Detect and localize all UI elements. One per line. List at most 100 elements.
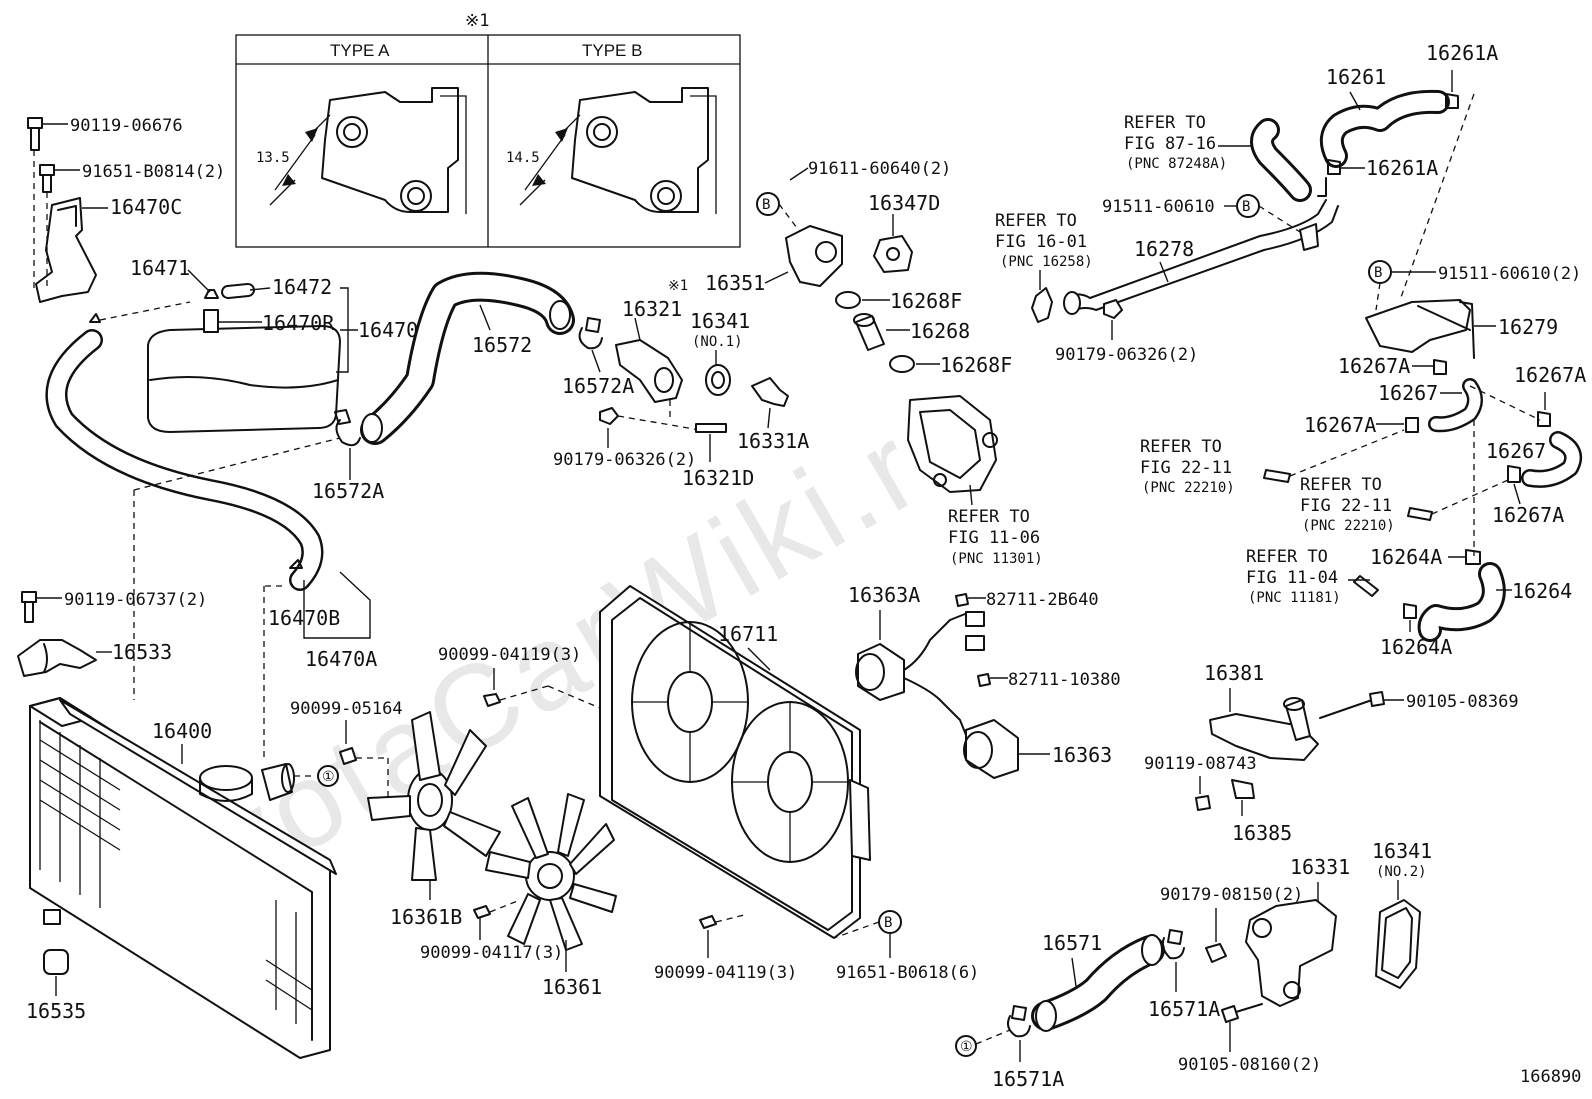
ref-22-11a-line3: (PNC 22210) (1142, 480, 1235, 496)
radiator-core-grid (39, 720, 313, 1024)
callout-b-2: B (1242, 199, 1250, 215)
label-16470r: 16470R (262, 311, 335, 335)
label-16321d: 16321D (682, 466, 754, 490)
label-16363a: 16363A (848, 583, 920, 607)
type-a-label: TYPE A (330, 41, 390, 60)
label-16572a-bottom: 16572A (312, 479, 384, 503)
label-16267a-2: 16267A (1304, 413, 1376, 437)
label-16470b: 16470B (268, 606, 340, 630)
callout-b-1: B (762, 197, 770, 213)
label-90099-05164: 90099-05164 (290, 699, 403, 719)
reserve-tank-bracket-group: 90119-06676 91651-B0814(2) 16470C (27, 116, 225, 303)
ref-16-01-line1: REFER TO (995, 211, 1077, 231)
thermostat-group: B 91611-60640(2) ※1 16351 16347D 16268F … (668, 159, 1043, 567)
label-16341-no2: (NO.2) (1376, 864, 1427, 880)
cooling-fans-group: 90099-04119(3) 90099-05164 16361B 90099-… (290, 585, 979, 999)
label-16341-no1: (NO.1) (692, 334, 743, 350)
label-90179-06326-a: 90179-06326(2) (553, 450, 696, 470)
ref-11-06-line1: REFER TO (948, 507, 1030, 527)
label-16400: 16400 (152, 719, 212, 743)
label-16535: 16535 (26, 999, 86, 1023)
label-16385: 16385 (1232, 821, 1292, 845)
ref-22-11a-line1: REFER TO (1140, 437, 1222, 457)
label-16361: 16361 (542, 975, 602, 999)
label-16347d: 16347D (868, 191, 940, 215)
label-16268f-top: 16268F (890, 289, 962, 313)
bypass-bracket-and-hoses: B 91511-60610(2) 16279 16267A 16267 1626… (1140, 260, 1586, 556)
label-16261: 16261 (1326, 65, 1386, 89)
label-16361b: 16361B (390, 905, 462, 929)
label-16341-bottom: 16341 (1372, 839, 1432, 863)
label-82711-2b640: 82711-2B640 (986, 590, 1099, 610)
label-91511-60610-b: 91511-60610(2) (1438, 264, 1581, 284)
label-90179-08150: 90179-08150(2) (1160, 885, 1303, 905)
overflow-hose-16470a: 16470B 16470A (45, 313, 377, 760)
ref-22-11b-line2: FIG 22-11 (1300, 496, 1392, 516)
label-16261a-top: 16261A (1426, 41, 1498, 65)
callout-b-4: B (884, 915, 892, 931)
label-91611-60640: 91611-60640(2) (808, 159, 951, 179)
fan-blade-16361b (367, 711, 501, 881)
label-16279: 16279 (1498, 315, 1558, 339)
label-90099-04119-b: 90099-04119(3) (654, 963, 797, 983)
label-16470a: 16470A (305, 647, 377, 671)
ref-11-04-line2: FIG 11-04 (1246, 568, 1338, 588)
label-91511-60610-a: 91511-60610 (1102, 197, 1215, 217)
ref-87-16-line3: (PNC 87248A) (1126, 156, 1227, 172)
label-16278: 16278 (1134, 237, 1194, 261)
ref-11-04-line1: REFER TO (1246, 547, 1328, 567)
label-16331: 16331 (1290, 855, 1350, 879)
label-91651-b0814: 91651-B0814(2) (82, 162, 225, 182)
label-90119-06676: 90119-06676 (70, 116, 183, 136)
label-16711: 16711 (718, 622, 778, 646)
inset-title: ※1 (465, 11, 489, 31)
ref-22-11a-line2: FIG 22-11 (1140, 458, 1232, 478)
ref-11-06-line3: (PNC 11301) (950, 551, 1043, 567)
label-16267a-3: 16267A (1514, 363, 1586, 387)
label-90119-08743: 90119-08743 (1144, 754, 1257, 774)
callout-circle-1-hose: ① (960, 1039, 973, 1055)
ref-87-16-line2: FIG 87-16 (1124, 134, 1216, 154)
callout-b-3: B (1374, 265, 1382, 281)
label-16572a-top: 16572A (562, 374, 634, 398)
upper-radiator-hose-16572: 16572 16572A 16572A (133, 271, 634, 700)
label-16471: 16471 (130, 256, 190, 280)
label-16363: 16363 (1052, 743, 1112, 767)
label-16321: 16321 (622, 297, 682, 321)
label-16331a: 16331A (737, 429, 809, 453)
diagram-id: 166890 (1520, 1067, 1581, 1087)
type-b-label: TYPE B (582, 41, 642, 60)
type-b-bracket-drawing: 14.5 (506, 87, 717, 214)
ref-22-11b-line1: REFER TO (1300, 475, 1382, 495)
radiator-16400: ① 16400 16535 (26, 697, 339, 1059)
label-82711-10380: 82711-10380 (1008, 670, 1121, 690)
star-1-callout: ※1 (668, 278, 688, 294)
fan-motor-group: 16363A 82711-2B640 82711-10380 16363 (848, 583, 1121, 779)
label-90099-04119-a: 90099-04119(3) (438, 645, 581, 665)
label-16264a-2: 16264A (1380, 635, 1452, 659)
type-inset: ※1 TYPE A TYPE B 13.5 (235, 11, 741, 248)
label-16572: 16572 (472, 333, 532, 357)
label-16341-top: 16341 (690, 309, 750, 333)
fan-shroud-16711 (599, 585, 871, 939)
ref-11-06-line2: FIG 11-06 (948, 528, 1040, 548)
ref-16-01-line2: FIG 16-01 (995, 232, 1087, 252)
label-16261a-mid: 16261A (1366, 156, 1438, 180)
label-16267-2: 16267 (1486, 439, 1546, 463)
label-16381: 16381 (1204, 661, 1264, 685)
label-91651-b0618: 91651-B0618(6) (836, 963, 979, 983)
label-16470c: 16470C (110, 195, 182, 219)
radiator-support-bracket: 90119-06737(2) 16533 (17, 590, 207, 677)
water-inlet-16331-group: 16331 16341 (NO.2) 90179-08150(2) 90105-… (1160, 839, 1432, 1075)
label-16264a-1: 16264A (1370, 545, 1442, 569)
label-90179-06326-b: 90179-06326(2) (1055, 345, 1198, 365)
callout-circle-1-radiator: ① (322, 769, 335, 785)
label-16571: 16571 (1042, 931, 1102, 955)
type-b-dimension: 14.5 (506, 150, 540, 166)
ref-22-11b-line3: (PNC 22210) (1302, 518, 1395, 534)
label-90119-06737: 90119-06737(2) (64, 590, 207, 610)
water-bypass-pipe-16278: REFER TO FIG 16-01 (PNC 16258) 90179-063… (995, 177, 1339, 365)
ref-11-04-line3: (PNC 11181) (1248, 590, 1341, 606)
label-16268: 16268 (910, 319, 970, 343)
